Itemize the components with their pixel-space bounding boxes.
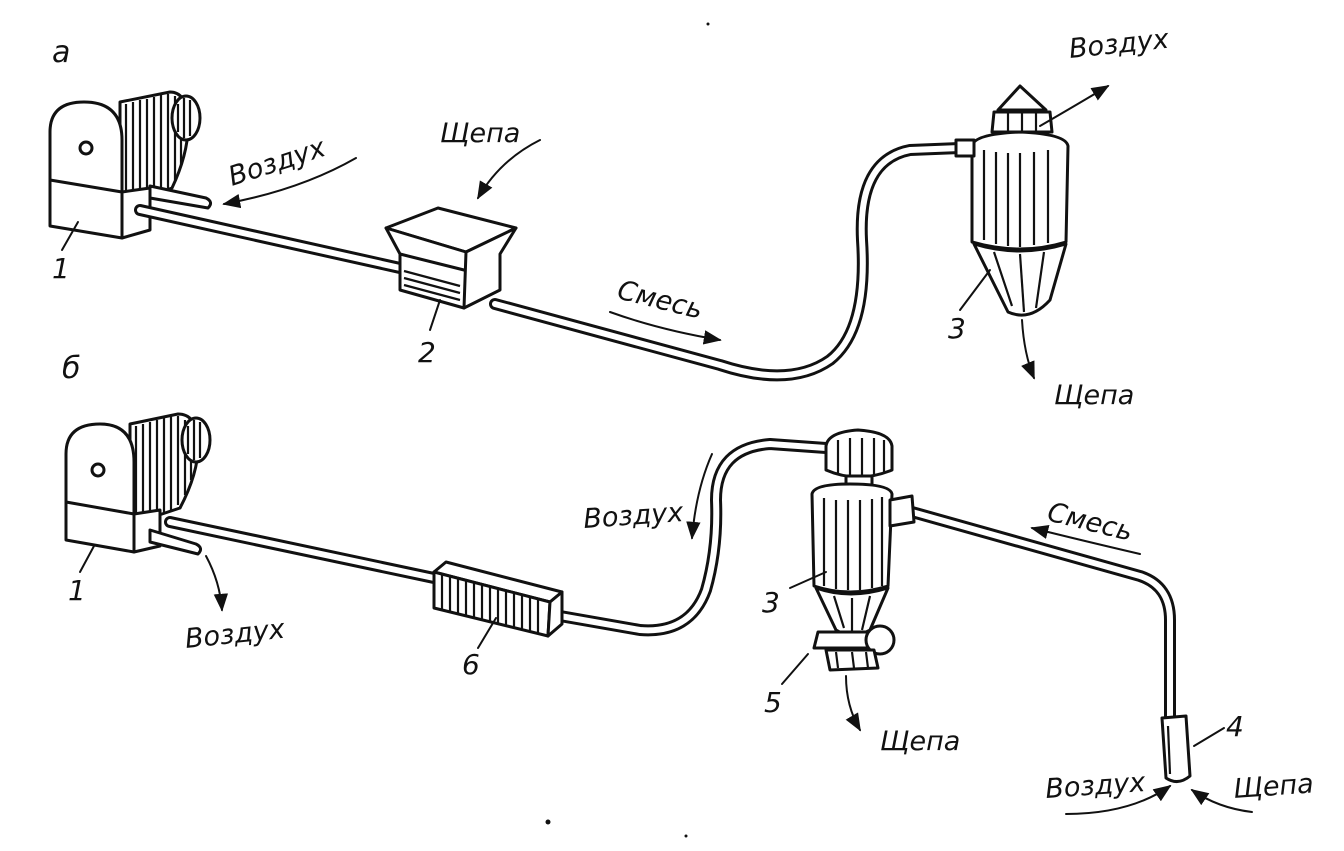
cyclone-a	[954, 84, 1070, 317]
cyclone-b	[810, 428, 916, 672]
filter-box	[432, 560, 564, 638]
panel-b-letter: б	[62, 351, 81, 386]
feeder-number: 2	[418, 336, 436, 369]
label-chips-in-nozzle: Щепа	[1232, 768, 1314, 805]
label-mixture-b: Смесь	[1044, 497, 1136, 548]
filter-number: 6	[462, 648, 480, 681]
blower-b	[64, 412, 212, 556]
label-air-cyclone-b: Воздух	[582, 497, 685, 535]
pipe-a	[134, 142, 966, 382]
blower-b-number: 1	[68, 574, 86, 607]
panel-a-letter: а	[52, 35, 70, 70]
sluice-number: 5	[764, 686, 782, 719]
blower-a-number: 1	[52, 252, 70, 285]
panel-a: а	[48, 24, 1171, 411]
feeder-hopper	[384, 206, 518, 310]
panel-b: б	[62, 351, 1315, 815]
scan-speck	[684, 834, 688, 838]
scan-speck	[706, 22, 710, 26]
label-chips-in-a: Щепа	[440, 118, 520, 149]
label-air-out-a: Воздух	[1067, 24, 1171, 65]
pipe-b	[164, 438, 1176, 722]
label-air-in-a: Воздух	[225, 132, 331, 193]
intake-nozzle	[1160, 714, 1192, 783]
label-air-in-nozzle: Воздух	[1044, 767, 1147, 805]
label-chips-out-b: Щепа	[880, 726, 960, 757]
cyclone-b-number: 3	[762, 586, 780, 619]
rotary-sluice	[812, 624, 896, 672]
label-chips-out-a: Щепа	[1054, 380, 1134, 411]
scan-speck	[545, 819, 551, 825]
nozzle-number: 4	[1226, 710, 1244, 743]
cyclone-a-number: 3	[948, 312, 966, 345]
label-air-out-blower-b: Воздух	[183, 614, 287, 655]
